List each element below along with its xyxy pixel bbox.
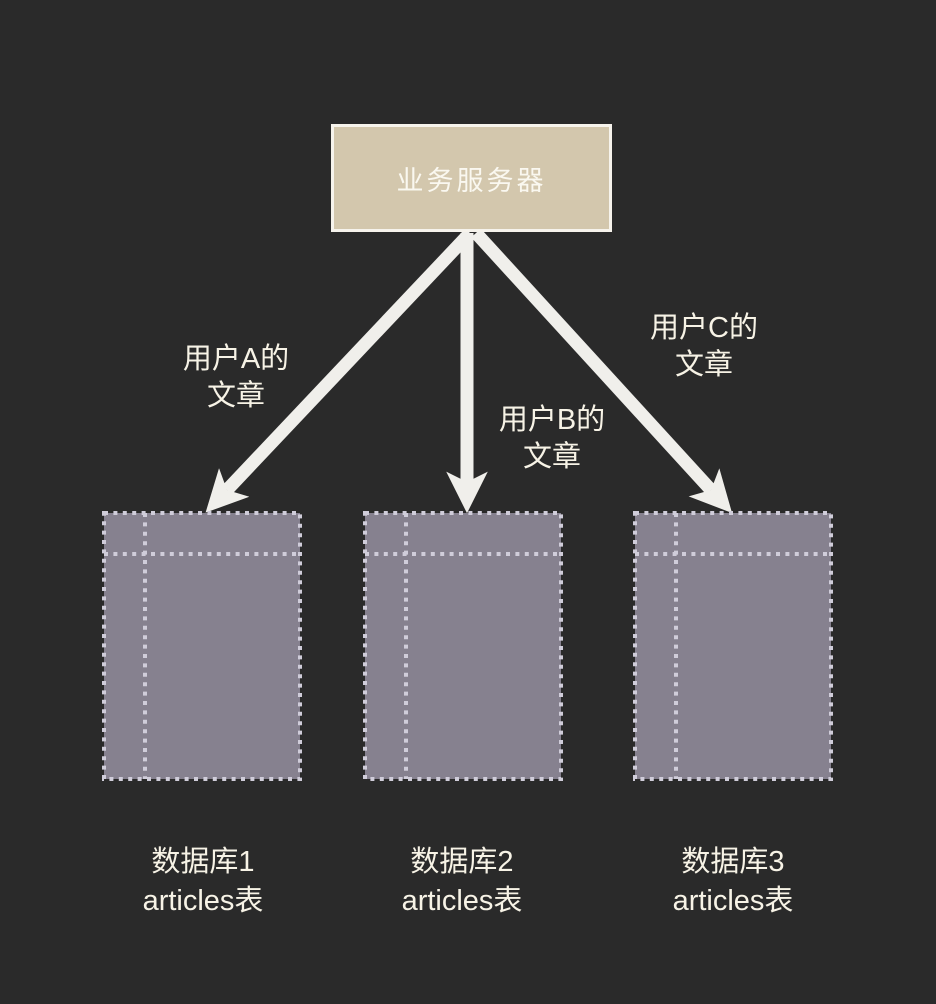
database-label-1-line2: articles表 <box>142 885 264 917</box>
arrow-user-a <box>205 228 475 513</box>
database-box-1 <box>102 511 302 781</box>
database-label-2-line2: articles表 <box>401 885 523 917</box>
arrow-user-c <box>471 228 733 514</box>
arrow-label-user-a-line2: 文章 <box>206 380 265 412</box>
database-label-3-line2: articles表 <box>672 885 794 917</box>
arrow-label-user-b-line2: 文章 <box>522 441 581 473</box>
arrow-label-user-a: 用户A的 文章 <box>183 341 289 415</box>
database-label-1-line1: 数据库1 <box>151 846 255 878</box>
arrow-label-user-b: 用户B的 文章 <box>499 402 605 476</box>
arrow-label-user-c-line2: 文章 <box>674 349 734 381</box>
database-label-2-line1: 数据库2 <box>410 846 514 878</box>
server-label: 业务服务器 <box>396 165 547 196</box>
arrow-label-user-c-line1: 用户C的 <box>650 312 758 344</box>
database-label-3-line1: 数据库3 <box>681 846 785 878</box>
arrow-label-user-c: 用户C的 文章 <box>650 310 758 384</box>
server-box: 业务服务器 <box>331 124 612 232</box>
database-label-1: 数据库1 articles表 <box>143 843 264 921</box>
database-box-3 <box>633 511 833 781</box>
database-label-3: 数据库3 articles表 <box>673 843 794 921</box>
database-box-2 <box>363 511 563 781</box>
database-label-2: 数据库2 articles表 <box>402 843 523 921</box>
arrow-label-user-a-line1: 用户A的 <box>182 343 290 375</box>
arrow-label-user-b-line1: 用户B的 <box>498 404 606 436</box>
